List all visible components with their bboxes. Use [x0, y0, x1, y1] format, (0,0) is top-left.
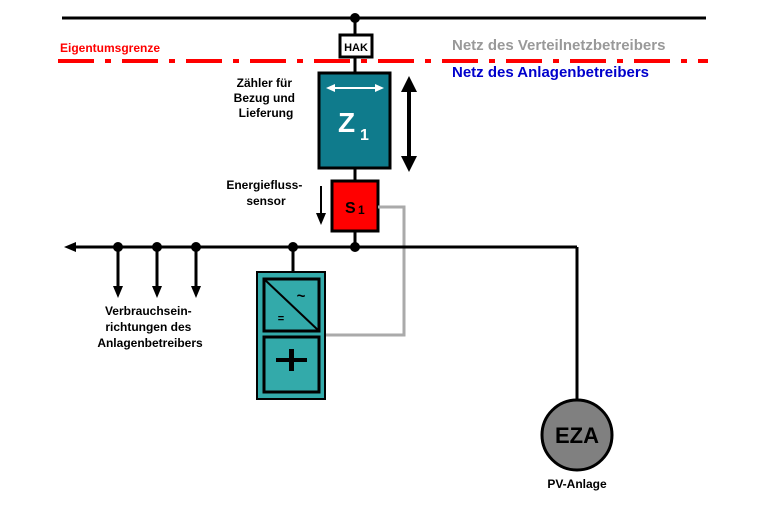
sensor-signal-wire [324, 205, 406, 337]
hak-box [338, 33, 374, 59]
junction-busbar-main [350, 242, 360, 252]
generator-eza-label: EZA [555, 423, 599, 448]
sensor-desc-line: Energiefluss- [226, 178, 302, 192]
meter-index: 1 [360, 127, 369, 144]
sensor-symbol: S [345, 200, 356, 217]
double-arrow-up-head [401, 76, 417, 92]
sensor-description: Energiefluss- sensor [226, 178, 305, 208]
sensor-desc-line: sensor [246, 194, 286, 208]
hak-label: HAK [344, 42, 368, 54]
consumers-label-line: Anlagenbetreibers [97, 336, 203, 350]
consumer-drop-arrow [113, 286, 123, 298]
consumer-drop-arrow [191, 286, 201, 298]
plant-operator-network-label: Netz des Anlagenbetreibers [452, 64, 649, 81]
sensor-down-arrow-head [316, 213, 326, 225]
double-arrow-down-head [401, 156, 417, 172]
meter-symbol: Z [338, 107, 355, 138]
meter-desc-line: Zähler für [237, 76, 293, 90]
inverter-dc-symbol: = [278, 313, 284, 325]
pv-plant-label: PV-Anlage [547, 477, 607, 491]
consumer-drop-arrow [152, 286, 162, 298]
grid-operator-network-label: Netz des Verteilnetzbetreibers [452, 37, 665, 54]
consumers-label: Verbrauchsein- richtungen des Anlagenbet… [97, 304, 203, 350]
inverter-ac-symbol: ~ [297, 288, 306, 305]
meter-description: Zähler für Bezug und Lieferung [234, 76, 299, 120]
sensor-index: 1 [358, 203, 365, 217]
busbar-left-arrow-head [64, 242, 76, 252]
meter-arrow-left-head [326, 84, 335, 92]
meter-desc-line: Bezug und [234, 91, 295, 105]
meter-arrow-right-head [375, 84, 384, 92]
inverter-diagonal [263, 278, 320, 332]
ownership-boundary-label: Eigentumsgrenze [60, 41, 160, 55]
sensor-s1-box [330, 179, 380, 233]
consumers-label-line: Verbrauchsein- [105, 304, 192, 318]
battery-icon-short-plate [289, 349, 294, 371]
consumers-label-line: richtungen des [105, 320, 191, 334]
meter-desc-line: Lieferung [239, 106, 294, 120]
generator-eza-circle [540, 398, 614, 472]
